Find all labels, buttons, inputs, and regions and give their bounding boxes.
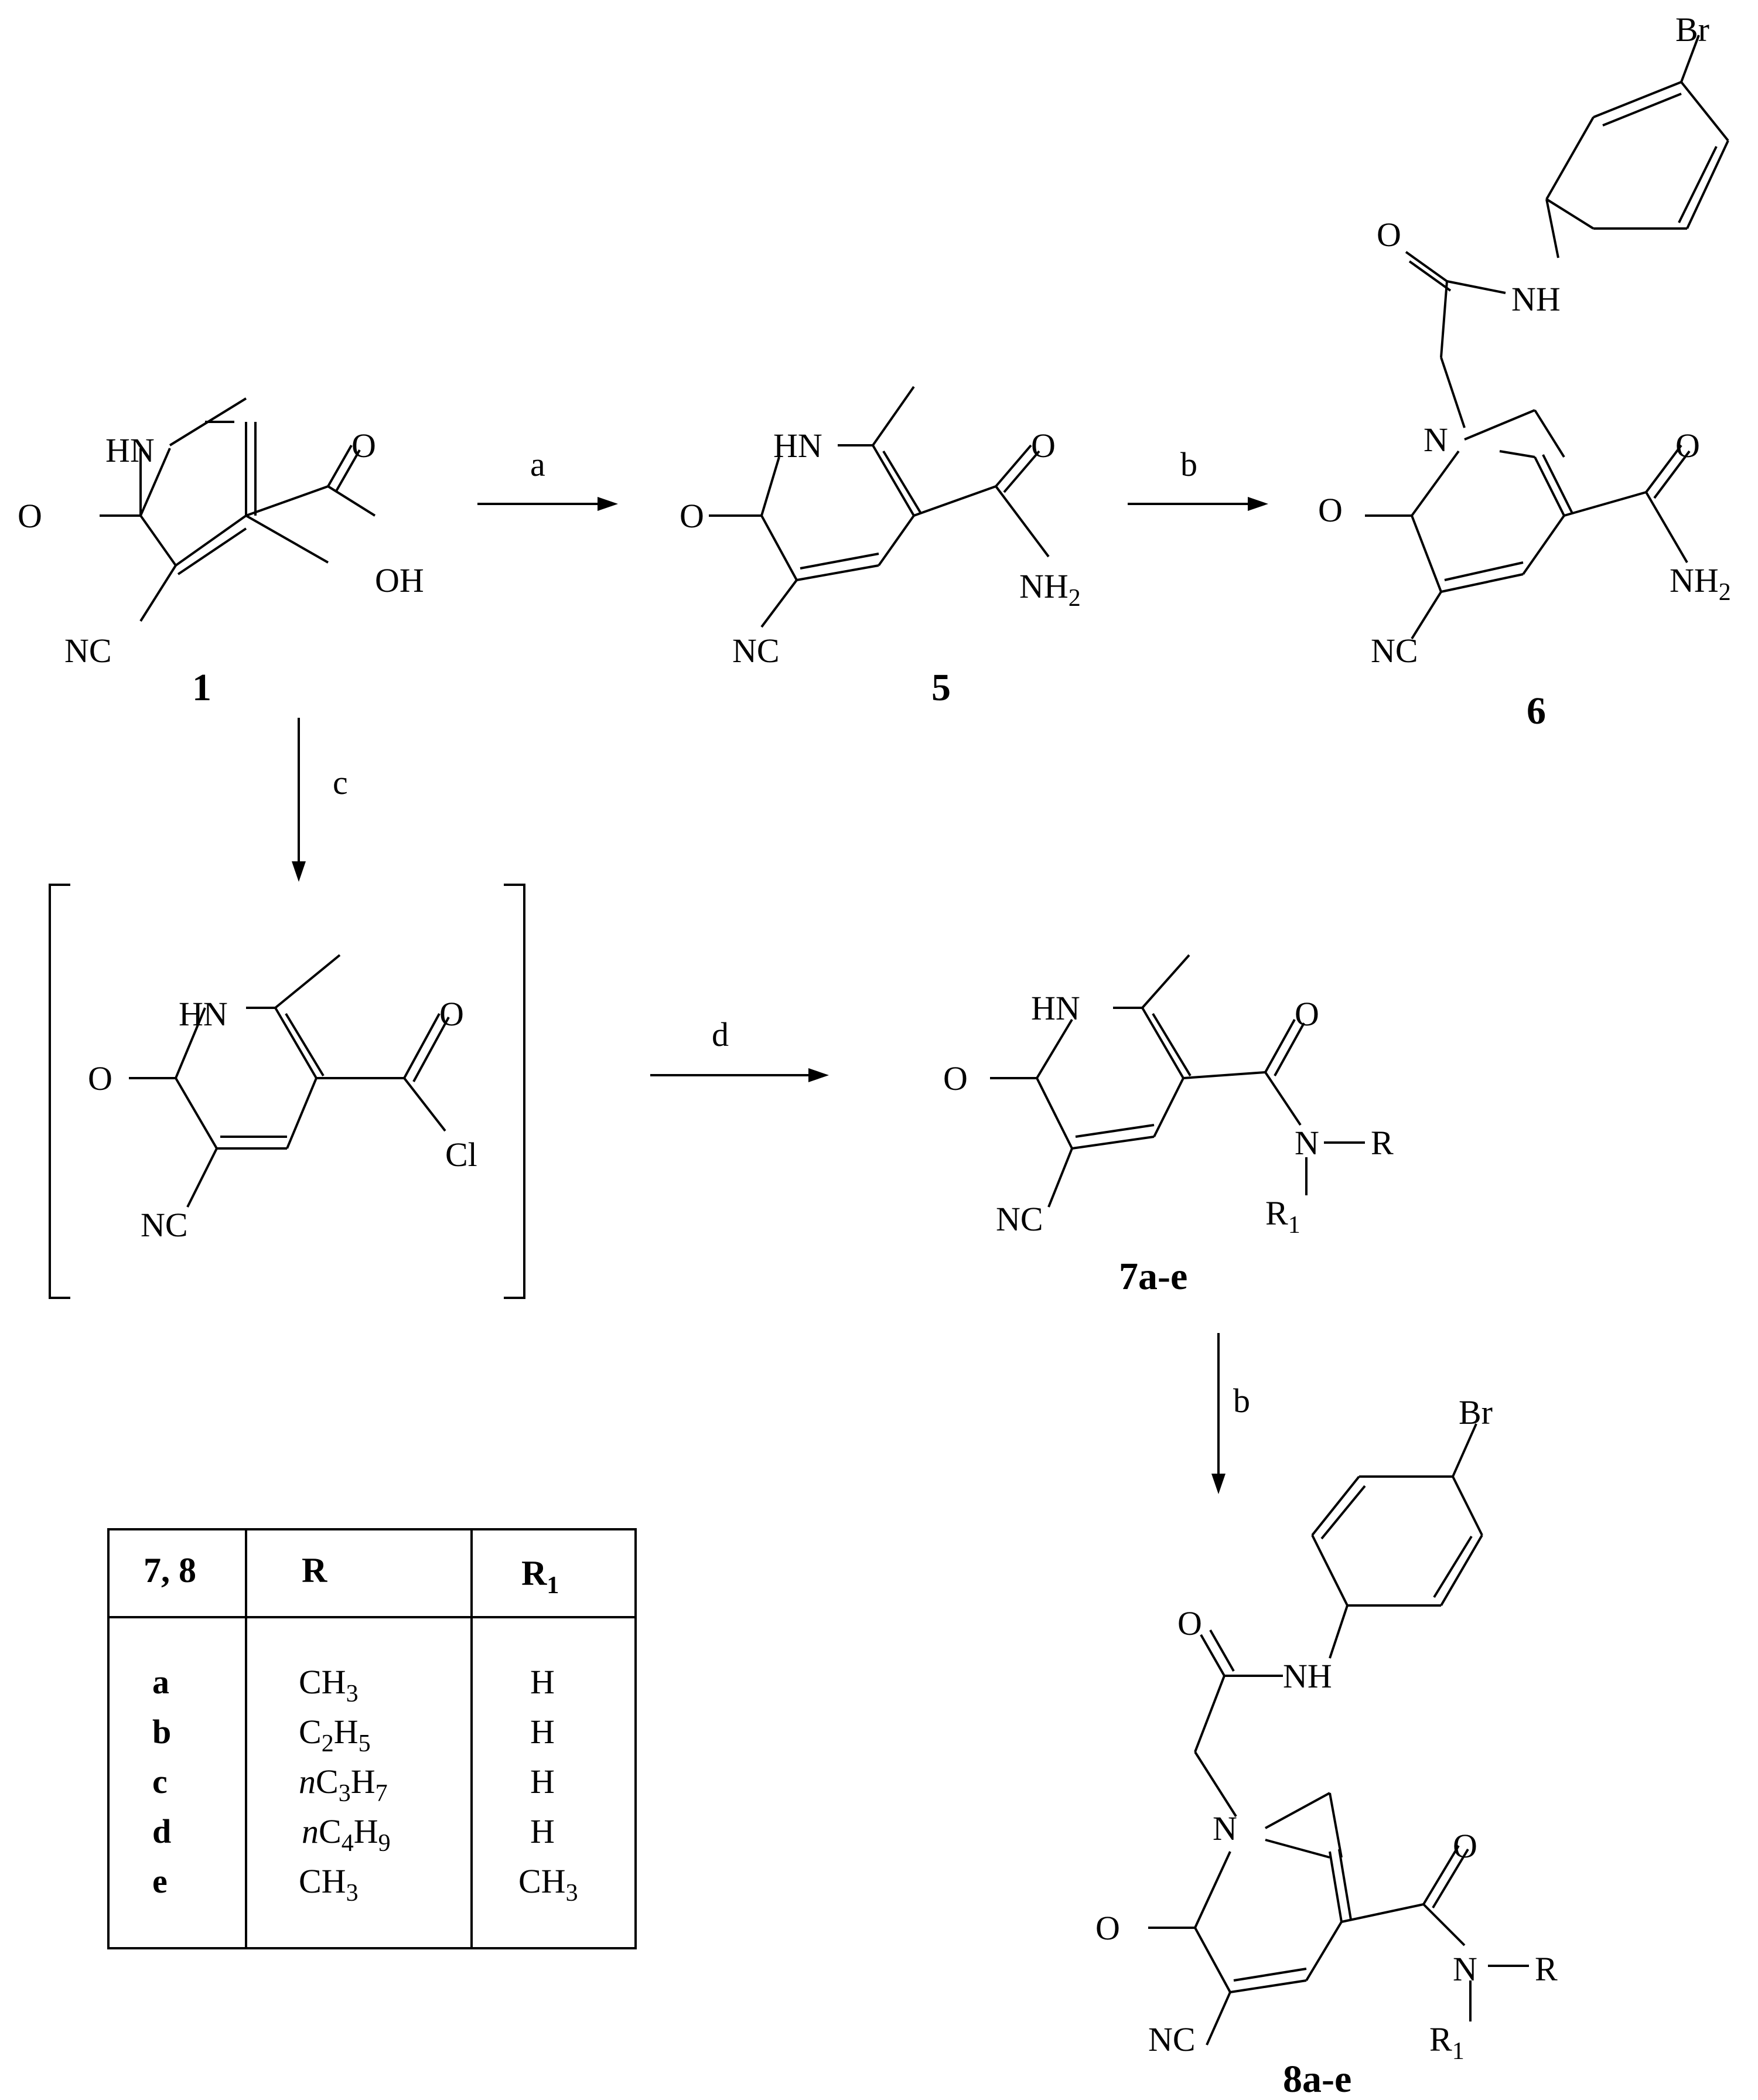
condition-d: d — [712, 1015, 729, 1054]
atom-nc: NC — [141, 1206, 188, 1244]
table-cell-r: nC4H9 — [302, 1812, 391, 1857]
atom-nh: NH — [1283, 1657, 1332, 1695]
atom-n: N — [1213, 1809, 1237, 1847]
atom-nh2: NH2 — [1019, 567, 1081, 612]
table-cell-r: CH3 — [299, 1862, 359, 1907]
table-cell-r1: H — [530, 1663, 555, 1701]
condition-c: c — [333, 763, 348, 802]
substituent-table: 7, 8 R R1 a CH3 H b C2H5 H c nC3H7 H d n… — [107, 1528, 637, 1949]
atom-hn: HN — [179, 995, 228, 1033]
atom-hn: HN — [1031, 989, 1080, 1027]
compound-1-structure: HN O O OH NC — [18, 397, 424, 670]
atom-cl: Cl — [445, 1136, 477, 1174]
table-cell-r1: H — [530, 1762, 555, 1801]
atom-nc: NC — [1371, 632, 1418, 670]
atom-r1: R1 — [1265, 1194, 1300, 1239]
compound-label-1: 1 — [192, 666, 211, 709]
atom-o: O — [18, 497, 42, 535]
atom-oh: OH — [375, 561, 424, 599]
atom-o: O — [1377, 216, 1401, 254]
compound-6-structure: N O O NH2 NC O NH Br — [1318, 11, 1731, 670]
table-row-id: a — [152, 1663, 169, 1701]
atom-br: Br — [1459, 1393, 1493, 1431]
atom-o: O — [1675, 427, 1700, 465]
condition-b-second: b — [1233, 1382, 1250, 1420]
table-header-r1: R1 — [521, 1554, 559, 1599]
atom-nc: NC — [64, 632, 112, 670]
condition-b: b — [1180, 445, 1197, 483]
table-header-compounds: 7, 8 — [144, 1551, 196, 1590]
arrow-b-second — [1211, 1333, 1226, 1494]
atom-o: O — [1177, 1604, 1202, 1642]
compound-label-6: 6 — [1527, 690, 1546, 732]
atom-o: O — [351, 427, 376, 465]
arrow-a — [477, 497, 618, 511]
atom-o: O — [88, 1059, 112, 1097]
atom-o: O — [943, 1059, 968, 1097]
atom-o: O — [680, 497, 704, 535]
atom-o: O — [1453, 1827, 1477, 1865]
table-row-id: b — [152, 1713, 171, 1751]
atom-br: Br — [1675, 11, 1709, 49]
atom-nc: NC — [996, 1200, 1043, 1238]
acid-chloride-intermediate: HN O O Cl NC — [49, 884, 525, 1299]
table-cell-r: nC3H7 — [299, 1762, 388, 1807]
table-cell-r1: H — [530, 1713, 555, 1751]
condition-a: a — [530, 445, 545, 483]
table-row-id: e — [152, 1862, 168, 1900]
atom-o: O — [1095, 1909, 1120, 1947]
compound-label-8: 8a-e — [1283, 2058, 1351, 2100]
compound-label-7: 7a-e — [1119, 1255, 1187, 1298]
atom-hn: HN — [773, 427, 822, 465]
table-header-r: R — [302, 1551, 327, 1590]
atom-nh2: NH2 — [1670, 561, 1731, 606]
compound-5-structure: HN O O NH2 NC — [680, 386, 1081, 670]
table-cell-r1: H — [530, 1812, 555, 1850]
table-cell-r1: CH3 — [518, 1862, 578, 1907]
atom-o: O — [1295, 995, 1319, 1033]
atom-r: R — [1371, 1124, 1394, 1162]
atom-n: N — [1424, 421, 1448, 459]
atom-r1: R1 — [1429, 2020, 1465, 2065]
compound-label-5: 5 — [931, 666, 951, 709]
atom-n: N — [1295, 1124, 1319, 1162]
atom-nc: NC — [1148, 2020, 1196, 2058]
arrow-c — [292, 718, 306, 882]
compound-8-structure: N O O N R R1 NC O NH Br — [1095, 1393, 1558, 2065]
atom-n: N — [1453, 1950, 1477, 1988]
atom-nh: NH — [1511, 280, 1561, 318]
atom-r: R — [1535, 1950, 1558, 1988]
atom-o: O — [1031, 427, 1056, 465]
atom-nc: NC — [732, 632, 780, 670]
table-row-id: c — [152, 1762, 168, 1801]
compound-7-structure: HN O O N R R1 NC — [943, 954, 1394, 1239]
arrow-b — [1128, 497, 1268, 511]
table-row-id: d — [152, 1812, 171, 1850]
atom-o: O — [1318, 491, 1343, 529]
atom-hn: HN — [105, 431, 155, 469]
table-cell-r: CH3 — [299, 1663, 359, 1707]
table-cell-r: C2H5 — [299, 1713, 371, 1757]
atom-o: O — [439, 995, 464, 1033]
arrow-d — [650, 1068, 829, 1082]
